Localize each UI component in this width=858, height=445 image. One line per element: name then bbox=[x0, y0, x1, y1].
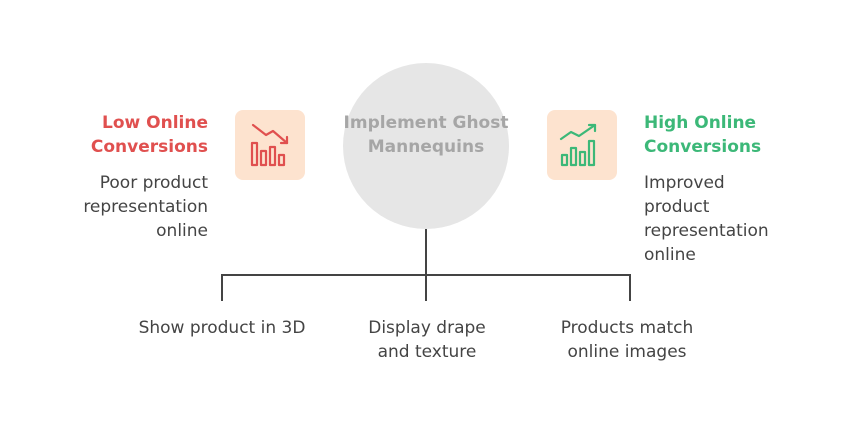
right-description: Improved product representation online bbox=[644, 173, 769, 265]
connector-drop-left bbox=[221, 274, 223, 301]
connector-stem bbox=[425, 229, 427, 275]
branch-label: Products match online images bbox=[560, 318, 694, 362]
rising-bar-chart-icon bbox=[559, 123, 597, 167]
declining-bar-chart-icon bbox=[250, 123, 289, 167]
left-icon-box bbox=[235, 110, 305, 180]
center-circle bbox=[343, 63, 509, 229]
branch-label: Show product in 3D bbox=[138, 318, 306, 338]
left-heading: Low Online Conversions bbox=[90, 113, 208, 157]
center-title: Implement Ghost Mannequins bbox=[343, 113, 509, 157]
connector-drop-right bbox=[629, 274, 631, 301]
connector-drop-middle bbox=[425, 274, 427, 301]
right-heading: High Online Conversions bbox=[644, 113, 762, 157]
right-icon-box bbox=[547, 110, 617, 180]
left-description: Poor product representation online bbox=[83, 173, 208, 241]
branch-label: Display drape and texture bbox=[368, 318, 486, 362]
